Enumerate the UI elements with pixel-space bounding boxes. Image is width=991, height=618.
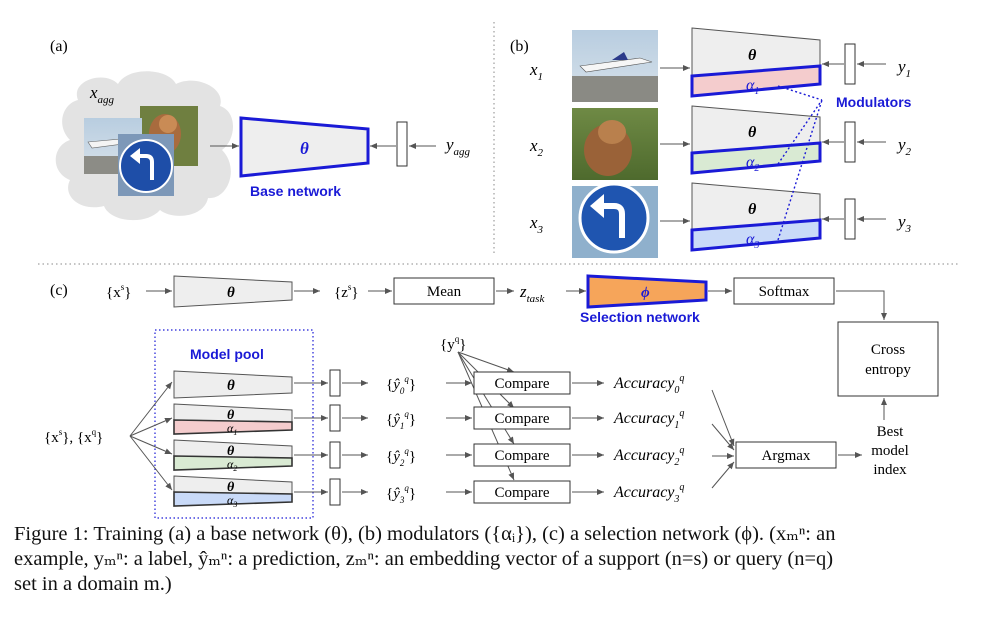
svg-text:Compare: Compare bbox=[495, 485, 550, 501]
compare-box-1 bbox=[473, 406, 571, 430]
pool-network-1: θ α1 bbox=[173, 403, 293, 437]
output-box-b2 bbox=[844, 121, 856, 163]
svg-text:α3: α3 bbox=[227, 493, 237, 509]
network-3-b: θ α3 bbox=[690, 182, 822, 252]
mean-label: Mean bbox=[427, 284, 462, 300]
prediction-2-label: {ŷ2q} bbox=[386, 446, 416, 468]
panel-b-label: (b) bbox=[510, 38, 529, 55]
pool-output-box-1 bbox=[329, 404, 341, 432]
theta-b3: θ bbox=[748, 201, 757, 218]
output-box-a bbox=[396, 121, 408, 167]
input-sets-label: {xs}, {xq} bbox=[44, 427, 103, 446]
pool-output-box-0 bbox=[329, 369, 341, 397]
svg-text:Compare: Compare bbox=[495, 376, 550, 392]
accuracy-0-label: Accuracy0q bbox=[613, 373, 684, 396]
panel-a-label: (a) bbox=[50, 38, 68, 55]
selection-network: ϕ bbox=[586, 274, 708, 309]
encoder-network-top: θ bbox=[173, 275, 293, 308]
accuracy-2-label: Accuracy2q bbox=[613, 445, 684, 468]
support-set-label: {xs} bbox=[106, 282, 131, 301]
phi-label: ϕ bbox=[641, 285, 650, 301]
caption-line-3: set in a domain m.) bbox=[14, 573, 172, 595]
y-agg-label: yagg bbox=[444, 135, 471, 158]
model-pool-frame bbox=[154, 329, 314, 519]
caption-line-2: example, yₘⁿ: a label, ŷₘⁿ: a prediction… bbox=[14, 548, 834, 570]
y1-label: y1 bbox=[896, 57, 911, 80]
model-pool-label: Model pool bbox=[190, 346, 264, 362]
base-network: θ bbox=[239, 116, 370, 178]
pool-network-2: θ α2 bbox=[173, 439, 293, 473]
selection-network-label: Selection network bbox=[580, 309, 700, 325]
compare-box-2 bbox=[473, 443, 571, 467]
x2-label: x2 bbox=[529, 136, 544, 159]
svg-text:θ: θ bbox=[227, 444, 235, 459]
pool-output-box-3 bbox=[329, 478, 341, 506]
softmax-box bbox=[733, 277, 835, 305]
airplane-image-b bbox=[572, 30, 658, 102]
prediction-3-label: {ŷ3q} bbox=[386, 483, 416, 505]
output-box-b3 bbox=[844, 198, 856, 240]
base-network-label: Base network bbox=[250, 183, 341, 199]
theta-label: θ bbox=[300, 139, 309, 158]
theta-c-top: θ bbox=[227, 285, 235, 301]
svg-text:Compare: Compare bbox=[495, 448, 550, 464]
prediction-0-label: {ŷ0q} bbox=[386, 374, 416, 396]
accuracy-1-label: Accuracy1q bbox=[613, 408, 684, 431]
network-1-b: θ α1 bbox=[690, 27, 822, 98]
modulator-links bbox=[777, 85, 823, 241]
z-task-label: ztask bbox=[519, 282, 545, 305]
figure-diagram: (a) xagg θ yagg Base network (b) bbox=[38, 22, 958, 519]
x3-label: x3 bbox=[529, 213, 544, 236]
x-agg-label: xagg bbox=[89, 83, 115, 106]
pool-network-0: θ bbox=[173, 370, 293, 399]
output-box-b1 bbox=[844, 43, 856, 85]
pool-output-box-2 bbox=[329, 441, 341, 469]
prediction-1-label: {ŷ1q} bbox=[386, 409, 416, 431]
panel-c-label: (c) bbox=[50, 282, 68, 299]
svg-text:θ: θ bbox=[227, 480, 235, 495]
y2-label: y2 bbox=[896, 135, 912, 158]
alpha2-label: α2 bbox=[746, 154, 759, 174]
cat-image-b bbox=[572, 108, 658, 180]
argmax-label: Argmax bbox=[762, 448, 811, 464]
query-labels-label: {yq} bbox=[440, 334, 466, 353]
accuracy-3-label: Accuracy3q bbox=[613, 482, 684, 505]
compare-box-0 bbox=[473, 371, 571, 395]
cross-entropy-box bbox=[837, 321, 939, 397]
theta-b1: θ bbox=[748, 47, 757, 64]
figure-caption: Figure 1: Training (a) a base network (θ… bbox=[14, 522, 982, 597]
pool-network-3: θ α3 bbox=[173, 475, 293, 509]
alpha1-label: α1 bbox=[746, 77, 759, 97]
svg-text:θ: θ bbox=[227, 378, 235, 394]
y3-label: y3 bbox=[896, 212, 912, 235]
svg-text:Compare: Compare bbox=[495, 411, 550, 427]
modulators-label: Modulators bbox=[836, 94, 912, 110]
sign-image-b bbox=[572, 182, 658, 258]
svg-text:α1: α1 bbox=[227, 421, 237, 437]
svg-text:θ: θ bbox=[227, 408, 235, 423]
caption-line-1: Figure 1: Training (a) a base network (θ… bbox=[14, 523, 836, 545]
sign-image bbox=[118, 134, 174, 196]
network-2-b: θ α2 bbox=[690, 105, 822, 175]
mean-box bbox=[393, 277, 495, 305]
compare-box-3 bbox=[473, 480, 571, 504]
x1-label: x1 bbox=[529, 60, 543, 83]
alpha3-label: α3 bbox=[746, 231, 759, 251]
support-embedding-label: {zs} bbox=[334, 282, 359, 301]
softmax-label: Softmax bbox=[759, 284, 810, 300]
argmax-box bbox=[735, 441, 837, 469]
svg-text:α2: α2 bbox=[227, 457, 237, 473]
theta-b2: θ bbox=[748, 124, 757, 141]
